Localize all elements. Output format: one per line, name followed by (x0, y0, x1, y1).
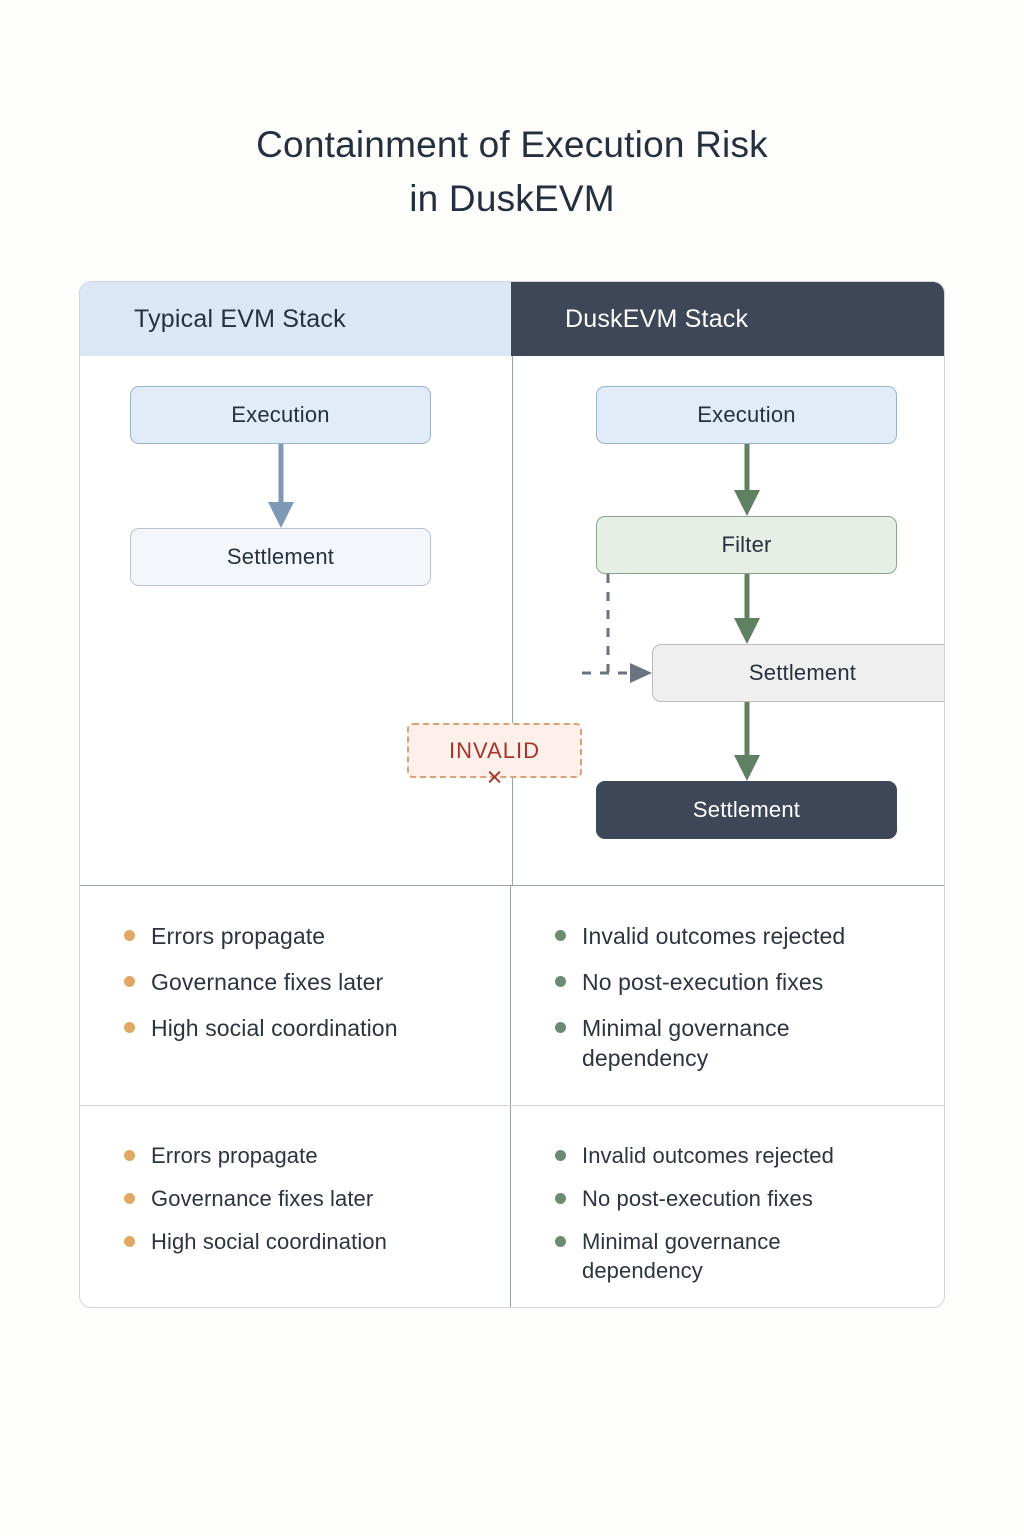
page-title-line-1: Containment of Execution Risk (256, 124, 768, 165)
node-left-settlement-label: Settlement (226, 544, 335, 569)
node-left-execution-label: Execution (231, 402, 330, 427)
list-item: Errors propagate (124, 1141, 486, 1170)
diagram-area: Execution Settlement Execution Filter Se… (80, 356, 944, 886)
comparison-bullets-row-1: Errors propagate Governance fixes later … (80, 886, 944, 1106)
bullet-dot-icon (124, 976, 135, 987)
invalid-badge: INVALID (407, 723, 582, 778)
dashed-arrow-to-settlement (582, 663, 652, 683)
node-right-filter: Filter (596, 516, 897, 574)
list-item-label: No post-execution fixes (582, 969, 824, 995)
bullet-dot-icon (555, 1150, 566, 1161)
node-left-settlement: Settlement (130, 528, 431, 586)
arrow-right-filter-to-settlement (734, 574, 760, 644)
list-item: Invalid outcomes rejected (555, 921, 920, 951)
list-item-label: High social coordination (151, 1015, 398, 1041)
header-typical-evm-stack-label: Typical EVM Stack (134, 304, 346, 333)
node-right-execution: Execution (596, 386, 897, 444)
list-item-label: Invalid outcomes rejected (582, 1143, 834, 1168)
invalid-badge-label: INVALID (449, 737, 540, 763)
header-duskevm-stack-label: DuskEVM Stack (565, 304, 749, 333)
list-item-label: Governance fixes later (151, 1186, 374, 1211)
bullets-right-row-2: Invalid outcomes rejected No post-execut… (511, 1106, 944, 1307)
column-headers: Typical EVM Stack DuskEVM Stack (80, 282, 944, 356)
node-right-settlement-dark: Settlement (596, 781, 897, 839)
page-title: Containment of Execution Risk in DuskEVM (0, 118, 1024, 226)
list-item: High social coordination (124, 1227, 486, 1256)
bullet-dot-icon (124, 1022, 135, 1033)
bullet-dot-icon (555, 1236, 566, 1247)
bullet-dot-icon (555, 976, 566, 987)
bullet-dot-icon (555, 1022, 566, 1033)
bullet-dot-icon (124, 1193, 135, 1204)
list-item-label: Errors propagate (151, 1143, 318, 1168)
bullet-dot-icon (124, 1150, 135, 1161)
arrow-left-execution-to-settlement (268, 444, 294, 528)
list-item-label: No post-execution fixes (582, 1186, 813, 1211)
node-right-settlement-gray-label: Settlement (748, 660, 857, 685)
bullet-dot-icon (124, 930, 135, 941)
list-item-label: Errors propagate (151, 923, 326, 949)
list-item: No post-execution fixes (555, 1184, 920, 1213)
list-item: Minimal governance dependency (555, 1013, 920, 1073)
column-divider (512, 356, 513, 885)
comparison-bullets-row-2: Errors propagate Governance fixes later … (80, 1106, 944, 1307)
bullets-left-row-2: Errors propagate Governance fixes later … (80, 1106, 511, 1307)
header-typical-evm-stack: Typical EVM Stack (80, 282, 511, 356)
invalid-cross-icon: × (486, 762, 503, 792)
node-right-filter-label: Filter (721, 532, 772, 557)
node-right-settlement-gray: Settlement (652, 644, 944, 702)
arrow-right-settlement-to-final (734, 702, 760, 781)
list-item-label: Invalid outcomes rejected (582, 923, 846, 949)
bullet-dot-icon (124, 1236, 135, 1247)
node-left-execution: Execution (130, 386, 431, 444)
list-item: Invalid outcomes rejected (555, 1141, 920, 1170)
list-item-label: High social coordination (151, 1229, 387, 1254)
list-item-label: Minimal governance dependency (582, 1229, 781, 1283)
bullets-right-row-1: Invalid outcomes rejected No post-execut… (511, 886, 944, 1105)
bullets-left-row-1: Errors propagate Governance fixes later … (80, 886, 511, 1105)
list-item: Governance fixes later (124, 967, 486, 997)
list-item: Minimal governance dependency (555, 1227, 920, 1285)
list-item: High social coordination (124, 1013, 486, 1043)
node-right-execution-label: Execution (697, 402, 796, 427)
arrow-right-execution-to-filter (734, 444, 760, 516)
list-item: No post-execution fixes (555, 967, 920, 997)
node-right-settlement-dark-label: Settlement (692, 797, 801, 822)
list-item-label: Minimal governance dependency (582, 1015, 790, 1071)
page-title-line-2: in DuskEVM (409, 178, 615, 219)
list-item: Errors propagate (124, 921, 486, 951)
header-duskevm-stack: DuskEVM Stack (511, 282, 944, 356)
list-item: Governance fixes later (124, 1184, 486, 1213)
bullet-dot-icon (555, 1193, 566, 1204)
bullet-dot-icon (555, 930, 566, 941)
list-item-label: Governance fixes later (151, 969, 384, 995)
comparison-frame: Typical EVM Stack DuskEVM Stack Executio… (79, 281, 945, 1308)
